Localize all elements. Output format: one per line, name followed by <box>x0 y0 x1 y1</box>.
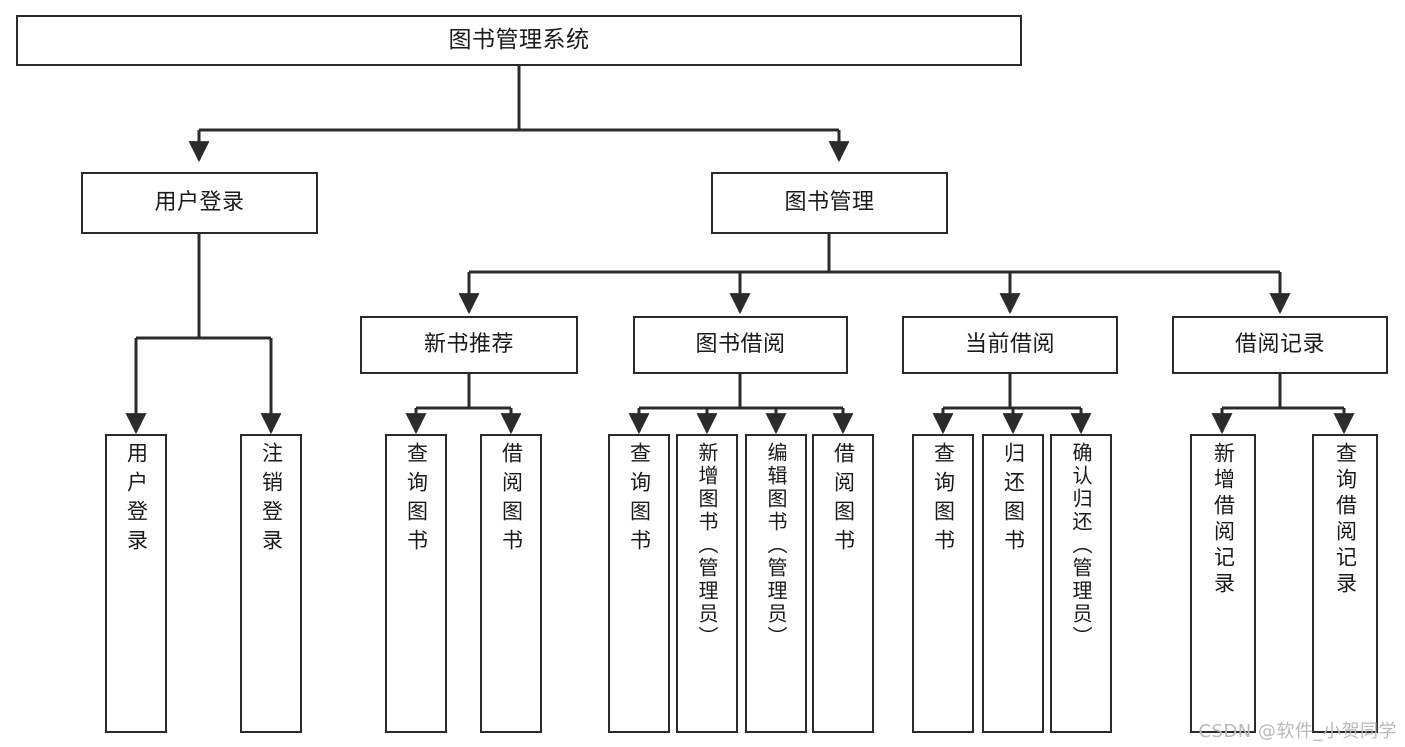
node-label: 图书借阅 <box>695 332 786 358</box>
node-label: 借阅记录 <box>1234 332 1325 358</box>
leaf-query-book-borrow[interactable]: 查询图书 <box>608 434 670 733</box>
leaf-add-borrow-record[interactable]: 新增借阅记录 <box>1190 434 1256 733</box>
leaf-confirm-return-admin[interactable]: 确认归还（管理员） <box>1050 434 1112 733</box>
leaf-borrow-book-recommend[interactable]: 借阅图书 <box>480 434 542 733</box>
node-label: 新书推荐 <box>423 332 514 358</box>
node-label: 编辑图书（管理员） <box>764 442 788 649</box>
node-label: 新增借阅记录 <box>1211 442 1236 598</box>
leaf-user-login[interactable]: 用户登录 <box>105 434 167 733</box>
leaf-query-book-recommend[interactable]: 查询图书 <box>385 434 447 733</box>
leaf-return-book[interactable]: 归还图书 <box>982 434 1044 733</box>
watermark-text: CSDN @软件_小贺同学 <box>1198 721 1397 742</box>
node-borrow-record[interactable]: 借阅记录 <box>1172 316 1388 374</box>
leaf-add-book-admin[interactable]: 新增图书（管理员） <box>676 434 738 733</box>
node-new-book-recommend[interactable]: 新书推荐 <box>360 316 578 374</box>
node-label: 借阅图书 <box>831 442 856 558</box>
leaf-query-borrow-record[interactable]: 查询借阅记录 <box>1312 434 1378 733</box>
node-label: 新增图书（管理员） <box>695 442 719 649</box>
node-current-borrow[interactable]: 当前借阅 <box>902 316 1118 374</box>
node-label: 用户登录 <box>124 442 149 558</box>
node-book-management[interactable]: 图书管理 <box>711 172 948 234</box>
node-label: 查询图书 <box>404 442 429 558</box>
node-label: 确认归还（管理员） <box>1069 442 1093 649</box>
node-user-login[interactable]: 用户登录 <box>81 172 318 234</box>
node-label: 用户登录 <box>154 190 245 216</box>
leaf-borrow-book[interactable]: 借阅图书 <box>812 434 874 733</box>
leaf-edit-book-admin[interactable]: 编辑图书（管理员） <box>745 434 807 733</box>
node-label: 图书管理系统 <box>448 26 590 53</box>
node-label: 借阅图书 <box>499 442 524 558</box>
node-label: 查询借阅记录 <box>1333 442 1358 598</box>
node-label: 查询图书 <box>931 442 956 558</box>
node-label: 图书管理 <box>784 190 875 216</box>
node-label: 注销登录 <box>259 442 284 558</box>
node-book-borrow[interactable]: 图书借阅 <box>633 316 848 374</box>
node-root-system[interactable]: 图书管理系统 <box>16 15 1022 66</box>
node-label: 查询图书 <box>627 442 652 558</box>
leaf-logout[interactable]: 注销登录 <box>240 434 302 733</box>
node-label: 当前借阅 <box>964 332 1055 358</box>
leaf-query-book-current[interactable]: 查询图书 <box>912 434 974 733</box>
node-label: 归还图书 <box>1001 442 1026 558</box>
